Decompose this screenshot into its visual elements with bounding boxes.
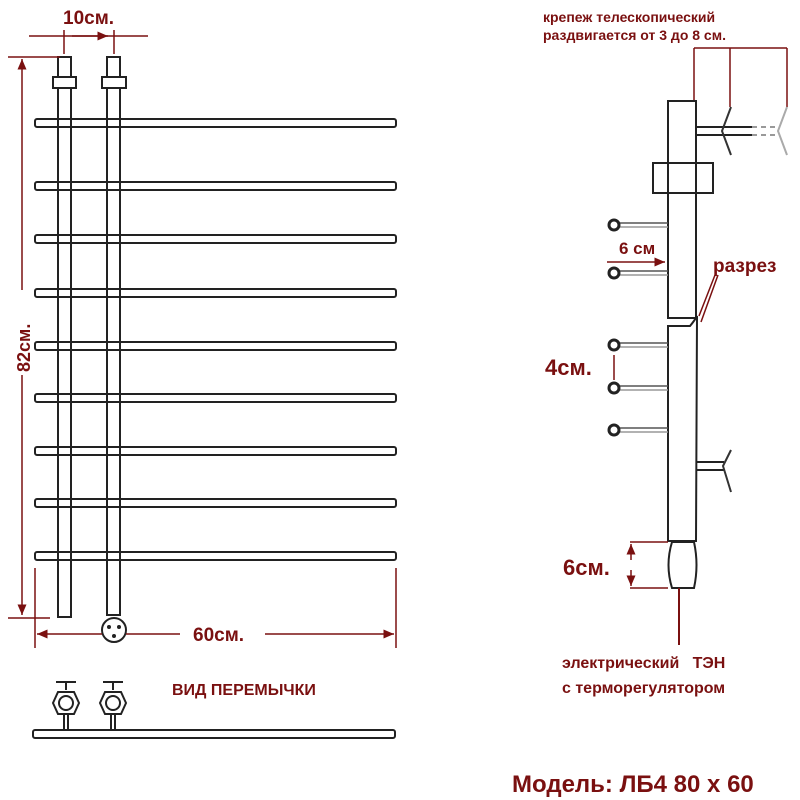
dimension-82cm: 82см.: [8, 56, 60, 619]
horizontal-bar: [34, 118, 397, 128]
dimension-label-10cm: 10см.: [63, 8, 114, 29]
cut-label: разрез: [713, 256, 776, 277]
right-nut: [101, 76, 127, 89]
bar-pitch-label: 4см.: [545, 355, 592, 380]
bar-ends: [607, 218, 668, 437]
bar-end-ring: [607, 381, 668, 395]
horizontal-bar: [34, 288, 397, 298]
horizontal-bar: [34, 393, 397, 403]
horizontal-bar: [34, 446, 397, 456]
left-riser: [57, 56, 72, 618]
horizontal-bar: [34, 551, 397, 561]
front-view: 10см. 82см. 60см.: [8, 8, 397, 648]
bar-end-ring: [607, 266, 668, 280]
riser-lower: [667, 315, 698, 542]
horizontal-bar: [34, 341, 397, 351]
jumper-fitting-icon: [51, 681, 81, 730]
horizontal-bar: [34, 234, 397, 244]
nut: [652, 162, 714, 194]
left-nut: [52, 76, 77, 89]
model-label: Модель: ЛБ4 80 х 60: [512, 771, 754, 798]
heater-label-line2: с терморегулятором: [562, 680, 725, 697]
horizontal-bar: [34, 181, 397, 191]
dimension-label-60cm: 60см.: [193, 625, 244, 646]
heater-length-label: 6см.: [563, 555, 610, 580]
heater-element: [667, 541, 698, 589]
lower-bracket: [696, 449, 732, 493]
bar-end-ring: [607, 338, 668, 352]
dimension-60cm: 60см.: [34, 568, 397, 648]
bracket-note-line1: крепеж телескопический: [543, 9, 715, 25]
bar-end-ring: [607, 423, 668, 437]
jumper-view: ВИД ПЕРЕМЫЧКИ: [32, 681, 396, 739]
jumper-view-title: ВИД ПЕРЕМЫЧКИ: [172, 682, 316, 699]
bracket-note-line2: раздвигается от 3 до 8 см.: [543, 27, 726, 43]
bar-offset-label: 6 см: [619, 239, 655, 258]
bar-end-ring: [607, 218, 668, 232]
upper-telescopic-bracket: [696, 106, 788, 156]
riser-upper: [667, 100, 697, 319]
side-view: крепеж телескопический раздвигается от 3…: [543, 9, 788, 697]
heater-label-line1: электрический ТЭН: [562, 655, 725, 672]
heater-valve-icon: [101, 617, 127, 643]
dimension-10cm: 10см.: [29, 8, 148, 54]
bracket-range-lines: [693, 47, 788, 107]
jumper-fitting-icon: [98, 681, 128, 730]
dimension-label-82cm: 82см.: [14, 324, 34, 372]
horizontal-bar: [34, 498, 397, 508]
right-riser: [106, 56, 121, 616]
